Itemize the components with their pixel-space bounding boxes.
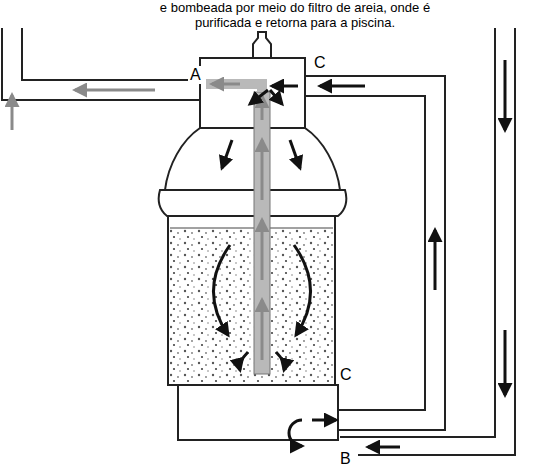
black-flow-arrow [294, 245, 311, 335]
black-flow-arrow [222, 140, 232, 168]
central-tube [206, 84, 262, 92]
filter-housing [178, 385, 338, 440]
grey-flow-arrow [261, 300, 264, 360]
black-flow-arrow [270, 90, 282, 104]
black-flow-arrow [276, 352, 284, 370]
grey-flow-arrow [212, 83, 240, 86]
grey-flow-arrow [75, 89, 155, 92]
filter-housing [253, 32, 271, 60]
central-tube [254, 92, 270, 374]
black-flow-arrow [504, 330, 507, 395]
grey-flow-arrow [261, 96, 264, 120]
black-flow-arrow [272, 85, 298, 88]
grey-flow-arrow [12, 84, 262, 360]
pipe-outline [340, 28, 495, 437]
pipe-outline [2, 28, 515, 455]
grey-flow-arrow [11, 95, 14, 130]
grey-flow-arrow [261, 220, 264, 280]
black-flow-arrow [213, 60, 505, 447]
part-letter: C [312, 54, 328, 72]
sand-bed [170, 228, 333, 382]
black-flow-arrow [312, 419, 336, 422]
filter-housing [159, 32, 347, 440]
pipe-outline [22, 28, 200, 80]
filter-housing [200, 58, 305, 128]
black-flow-arrow [213, 245, 230, 335]
part-letter: B [338, 450, 353, 468]
filter-housing [168, 216, 335, 385]
filter-housing [165, 128, 340, 190]
black-flow-arrow [368, 446, 400, 449]
black-flow-arrow [290, 140, 300, 168]
sand-bed [170, 228, 333, 229]
part-letter: A [188, 66, 203, 84]
caption-text: e bombeada por meio do filtro de areia, … [150, 1, 440, 31]
black-flow-arrow [240, 352, 248, 370]
pipe-outline [2, 28, 200, 100]
part-letter: C [338, 366, 354, 384]
central-tube [206, 84, 270, 374]
black-flow-arrow [250, 90, 268, 104]
black-flow-arrow [289, 420, 302, 446]
sand-bed [170, 228, 333, 382]
black-flow-arrow [434, 230, 437, 290]
pipe-outline [358, 28, 515, 455]
grey-flow-arrow [261, 140, 264, 200]
filter-housing [159, 190, 347, 216]
black-flow-arrow [320, 85, 365, 88]
black-flow-arrow [504, 60, 507, 130]
